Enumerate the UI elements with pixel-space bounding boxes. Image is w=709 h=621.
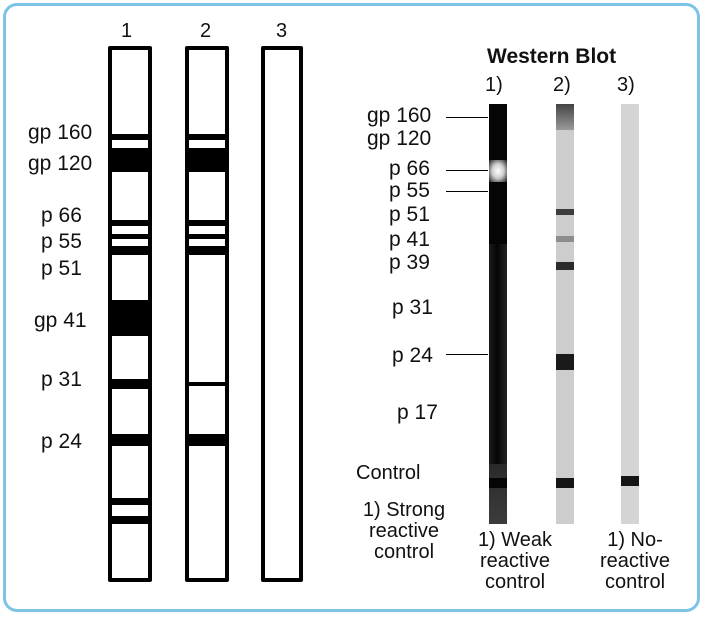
blot-band-p66-flare: [489, 160, 507, 182]
western-blot-title: Western Blot: [487, 45, 617, 68]
blot-strip-1: [489, 104, 507, 524]
band-gp160: [112, 134, 148, 140]
band-label-p24: p 24: [41, 430, 82, 453]
blot-label-gp120: gp 120: [367, 127, 432, 150]
schematic-strip-1: [108, 46, 152, 582]
blot-label-p17: p 17: [397, 401, 438, 424]
schematic-strip-3: [261, 46, 303, 582]
band-p55: [112, 234, 148, 239]
band-p66: [112, 220, 148, 226]
band-label-gp160: gp 160: [28, 121, 93, 144]
blot-lane-number-1: 1): [485, 74, 503, 96]
blot-lane-number-2: 2): [553, 74, 571, 96]
blot-strip-2: [556, 104, 574, 524]
band-label-p66: p 66: [41, 204, 82, 227]
band-label-gp120: gp 120: [28, 152, 93, 175]
blot-band-gp160: [556, 104, 574, 130]
band-label-p51: p 51: [41, 257, 82, 280]
blot-band-control: [556, 478, 574, 488]
band-p55: [189, 234, 225, 239]
band-p51: [112, 246, 148, 255]
leader-line-gp160: [446, 117, 488, 118]
band-gp120: [112, 148, 148, 172]
band-p24: [112, 434, 148, 446]
leader-line-p66: [446, 170, 488, 171]
band-p51: [189, 246, 225, 255]
leader-line-p24: [446, 354, 488, 355]
blot-label-p24: p 24: [392, 344, 433, 367]
lane-number-2: 2: [200, 20, 212, 42]
blot-label-p51: p 51: [389, 203, 430, 226]
schematic-strip-2: [185, 46, 229, 582]
blot-label-p41: p 41: [389, 228, 430, 251]
band-gp41: [112, 300, 148, 336]
blot-label-p66: p 66: [389, 157, 430, 180]
band-extra-2: [112, 516, 148, 524]
caption-no-reactive: 1) No- reactive control: [599, 529, 671, 593]
blot-band-p39: [556, 262, 574, 270]
band-extra-1: [112, 498, 148, 505]
blot-label-p55: p 55: [389, 179, 430, 202]
band-p31: [112, 379, 148, 389]
blot-band-p41: [556, 236, 574, 242]
band-p31: [189, 382, 225, 386]
band-label-p55: p 55: [41, 230, 82, 253]
lane-number-1: 1: [121, 20, 133, 42]
blot-band-p51: [556, 209, 574, 215]
blot-band-control: [621, 476, 639, 486]
blot-band-control: [489, 478, 507, 488]
blot-strip-3: [621, 104, 639, 524]
band-p24: [189, 434, 225, 446]
blot-lane-number-3: 3): [617, 74, 635, 96]
blot-label-p31: p 31: [392, 296, 433, 319]
band-p66: [189, 220, 225, 226]
blot-control-label: Control: [356, 462, 421, 484]
band-gp160: [189, 134, 225, 140]
caption-weak-reactive: 1) Weak reactive control: [477, 529, 553, 593]
band-gp120: [189, 148, 225, 172]
blot-band-p24: [556, 354, 574, 370]
band-label-p31: p 31: [41, 368, 82, 391]
blot-label-gp160: gp 160: [367, 104, 432, 127]
lane-number-3: 3: [276, 20, 288, 42]
blot-strip-lower: [489, 464, 507, 524]
leader-line-p55: [446, 191, 488, 192]
caption-strong-reactive: 1) Strong reactive control: [362, 499, 446, 563]
band-label-gp41: gp 41: [34, 309, 87, 332]
blot-label-p39: p 39: [389, 251, 430, 274]
